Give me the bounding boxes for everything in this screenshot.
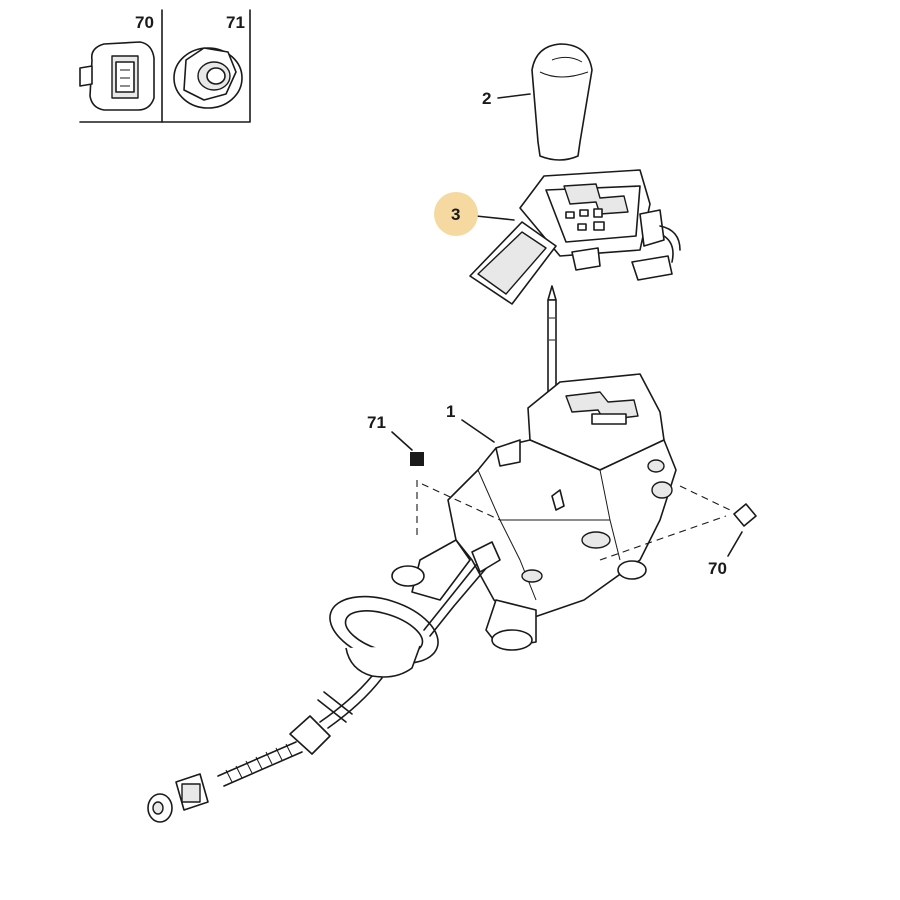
callout-highlight <box>434 192 478 236</box>
gear-knob <box>531 43 593 161</box>
inset-panel: 70 71 <box>79 9 251 123</box>
shift-cable <box>147 541 501 823</box>
selector-housing <box>391 373 677 651</box>
indicator-panel <box>469 169 681 305</box>
inset-label-nut: 71 <box>226 13 245 32</box>
callout-nut: 71 <box>367 413 386 432</box>
callout-clip: 70 <box>708 559 727 578</box>
nut-icon <box>173 47 243 109</box>
callout-knob: 2 <box>482 89 491 108</box>
square-marker-icon <box>410 452 424 466</box>
shift-lever-rod <box>547 285 557 407</box>
callout-selector-housing: 1 <box>446 402 455 421</box>
clip-marker-icon <box>733 503 757 527</box>
inset-label-clip: 70 <box>135 13 154 32</box>
callout-indicator-panel: 3 <box>451 205 460 224</box>
clip-icon <box>79 41 155 111</box>
